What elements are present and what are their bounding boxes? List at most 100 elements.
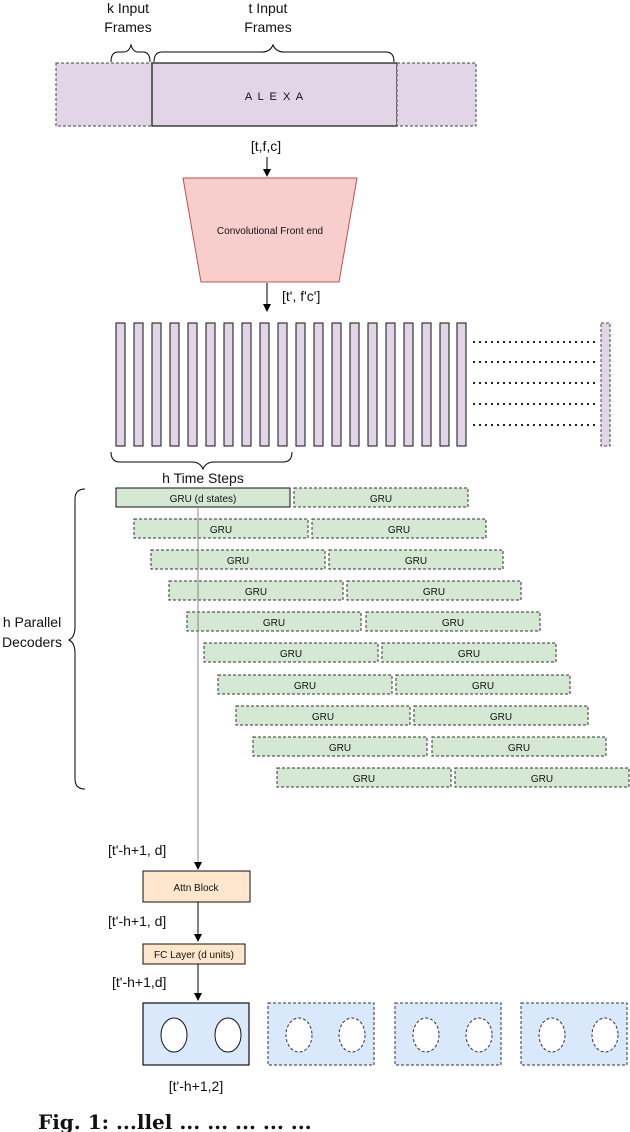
timestep-column bbox=[151, 322, 162, 447]
gru-block bbox=[454, 767, 630, 788]
timestep-column bbox=[456, 322, 467, 447]
gru-label: GRU bbox=[263, 618, 285, 629]
gru-label: GRU bbox=[472, 681, 494, 692]
gru-label: GRU bbox=[423, 587, 445, 598]
decoders-brace bbox=[67, 488, 86, 790]
timestep-column bbox=[277, 322, 288, 447]
gru-label: GRU bbox=[294, 681, 316, 692]
gru-label: GRU bbox=[508, 743, 530, 754]
timestep-column bbox=[421, 322, 432, 447]
output-node bbox=[285, 1017, 313, 1053]
timestep-column bbox=[169, 322, 180, 447]
fc-output-shape: [t'-h+1,d] bbox=[112, 974, 166, 990]
t-frames-brace bbox=[153, 43, 395, 63]
attn-block-label: Attn Block bbox=[173, 883, 219, 894]
gru-label: GRU bbox=[245, 587, 267, 598]
k-frames-label-line1: k Input bbox=[107, 0, 149, 16]
timestep-columns bbox=[115, 322, 467, 447]
gru-label: GRU bbox=[227, 556, 249, 567]
wake-word-label: A L E X A bbox=[245, 91, 304, 103]
k-frames-brace bbox=[110, 43, 151, 63]
attn-block bbox=[142, 870, 251, 903]
timestep-column bbox=[133, 322, 144, 447]
output-node bbox=[338, 1017, 366, 1053]
gru-label: GRU bbox=[388, 525, 410, 536]
output-node bbox=[465, 1017, 493, 1053]
gru-label: GRU bbox=[280, 649, 302, 660]
timestep-column bbox=[223, 322, 234, 447]
gru-label: GRU bbox=[490, 712, 512, 723]
decoders-label-line1: h Parallel bbox=[3, 614, 61, 630]
gru-block bbox=[186, 611, 362, 632]
timesteps-label: h Time Steps bbox=[162, 470, 244, 486]
gru-primary-label: GRU (d states) bbox=[170, 494, 237, 505]
input-shape-label: [t,f,c] bbox=[251, 138, 281, 154]
gru-block bbox=[395, 674, 571, 695]
gru-block bbox=[311, 518, 487, 539]
gru-block bbox=[168, 580, 344, 601]
timestep-column bbox=[295, 322, 306, 447]
remaining-frames-region bbox=[396, 62, 477, 127]
gru-label: GRU bbox=[329, 743, 351, 754]
timestep-column bbox=[385, 322, 396, 447]
attn-output-shape: [t'-h+1, d] bbox=[108, 913, 166, 929]
output-node bbox=[591, 1017, 619, 1053]
timestep-column bbox=[259, 322, 270, 447]
gru-block bbox=[328, 549, 504, 570]
last-timestep-column bbox=[600, 322, 611, 447]
gru-block bbox=[133, 518, 309, 539]
gru-block bbox=[381, 642, 557, 663]
fc-layer-block bbox=[142, 943, 246, 965]
timestep-column bbox=[403, 322, 414, 447]
k-frames-region bbox=[55, 62, 153, 127]
gru-block bbox=[413, 705, 589, 726]
t-frames-label-line1: t Input bbox=[249, 0, 288, 16]
gru-block bbox=[276, 767, 452, 788]
gru-block bbox=[235, 705, 411, 726]
output-node bbox=[538, 1017, 566, 1053]
timestep-column bbox=[241, 322, 252, 447]
timestep-column bbox=[439, 322, 450, 447]
timesteps-brace bbox=[110, 451, 293, 471]
gru-label: GRU bbox=[353, 774, 375, 785]
timestep-column bbox=[187, 322, 198, 447]
output-shape: [t'-h+1,2] bbox=[169, 1078, 223, 1094]
fc-layer-label: FC Layer (d units) bbox=[154, 950, 234, 961]
figure-caption: Fig. 1: ...llel ... ... ... ... ... bbox=[38, 1110, 312, 1132]
timestep-column bbox=[205, 322, 216, 447]
gru-block bbox=[431, 736, 607, 757]
gru-block bbox=[365, 611, 541, 632]
timestep-continuation-dots bbox=[473, 341, 598, 426]
gru-block bbox=[252, 736, 428, 757]
gru-label: GRU bbox=[458, 649, 480, 660]
gru-block bbox=[346, 580, 522, 601]
gru-label: GRU bbox=[210, 525, 232, 536]
gru-label: GRU bbox=[312, 712, 334, 723]
conv-frontend-label: Convolutional Front end bbox=[217, 226, 323, 237]
gru-block-primary bbox=[115, 487, 291, 508]
timestep-column bbox=[331, 322, 342, 447]
timestep-column bbox=[115, 322, 126, 447]
timestep-column bbox=[349, 322, 360, 447]
gru-grid: GRU (d states) GRU GRU GRU GRU GRU GRU G… bbox=[115, 487, 630, 788]
conv-frontend-block bbox=[182, 177, 358, 283]
gru-label: GRU bbox=[442, 618, 464, 629]
gru-label: GRU bbox=[531, 774, 553, 785]
output-node bbox=[412, 1017, 440, 1053]
gru-label: GRU bbox=[405, 556, 427, 567]
decoders-label-line2: Decoders bbox=[2, 634, 62, 650]
output-node bbox=[214, 1017, 242, 1053]
frontend-output-shape: [t', f'c'] bbox=[282, 288, 320, 304]
gru-block bbox=[150, 549, 326, 570]
t-frames-label-line2: Frames bbox=[244, 19, 291, 35]
output-node bbox=[160, 1017, 188, 1053]
timestep-column bbox=[313, 322, 324, 447]
k-frames-label-line2: Frames bbox=[104, 19, 151, 35]
gru-block bbox=[217, 674, 393, 695]
t-frames-region bbox=[151, 62, 398, 127]
gru-block bbox=[203, 642, 379, 663]
gru-block bbox=[293, 487, 469, 508]
timestep-column bbox=[367, 322, 378, 447]
gru-label: GRU bbox=[370, 494, 392, 505]
